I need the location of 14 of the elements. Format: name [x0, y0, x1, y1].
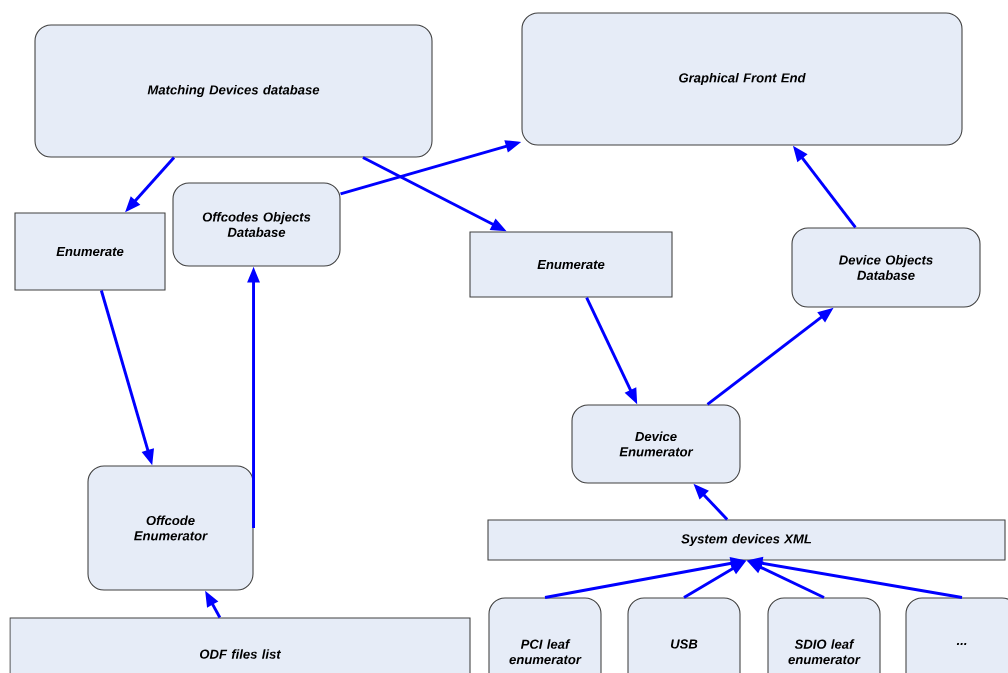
xml-box: System devices XML	[487, 519, 1006, 561]
database-box: Device Objects Database	[791, 227, 981, 308]
enumerator-box: ...	[905, 597, 1008, 673]
enumerator-box: Offcode Enumerator	[87, 465, 254, 591]
list-box: ODF files list	[9, 617, 471, 673]
process-box: Enumerate	[14, 212, 166, 291]
enumerator-box: Device Enumerator	[571, 404, 741, 484]
enumerator-box: SDIO leaf enumerator	[767, 597, 881, 673]
database-box: Offcodes Objects Database	[172, 182, 341, 267]
process-box: Enumerate	[469, 231, 673, 298]
front-end-box: Graphical Front End	[521, 12, 963, 146]
enumerator-box: USB	[627, 597, 741, 673]
database-box: Matching Devices database	[34, 24, 433, 158]
enumerator-box: PCI leaf enumerator	[488, 597, 602, 673]
